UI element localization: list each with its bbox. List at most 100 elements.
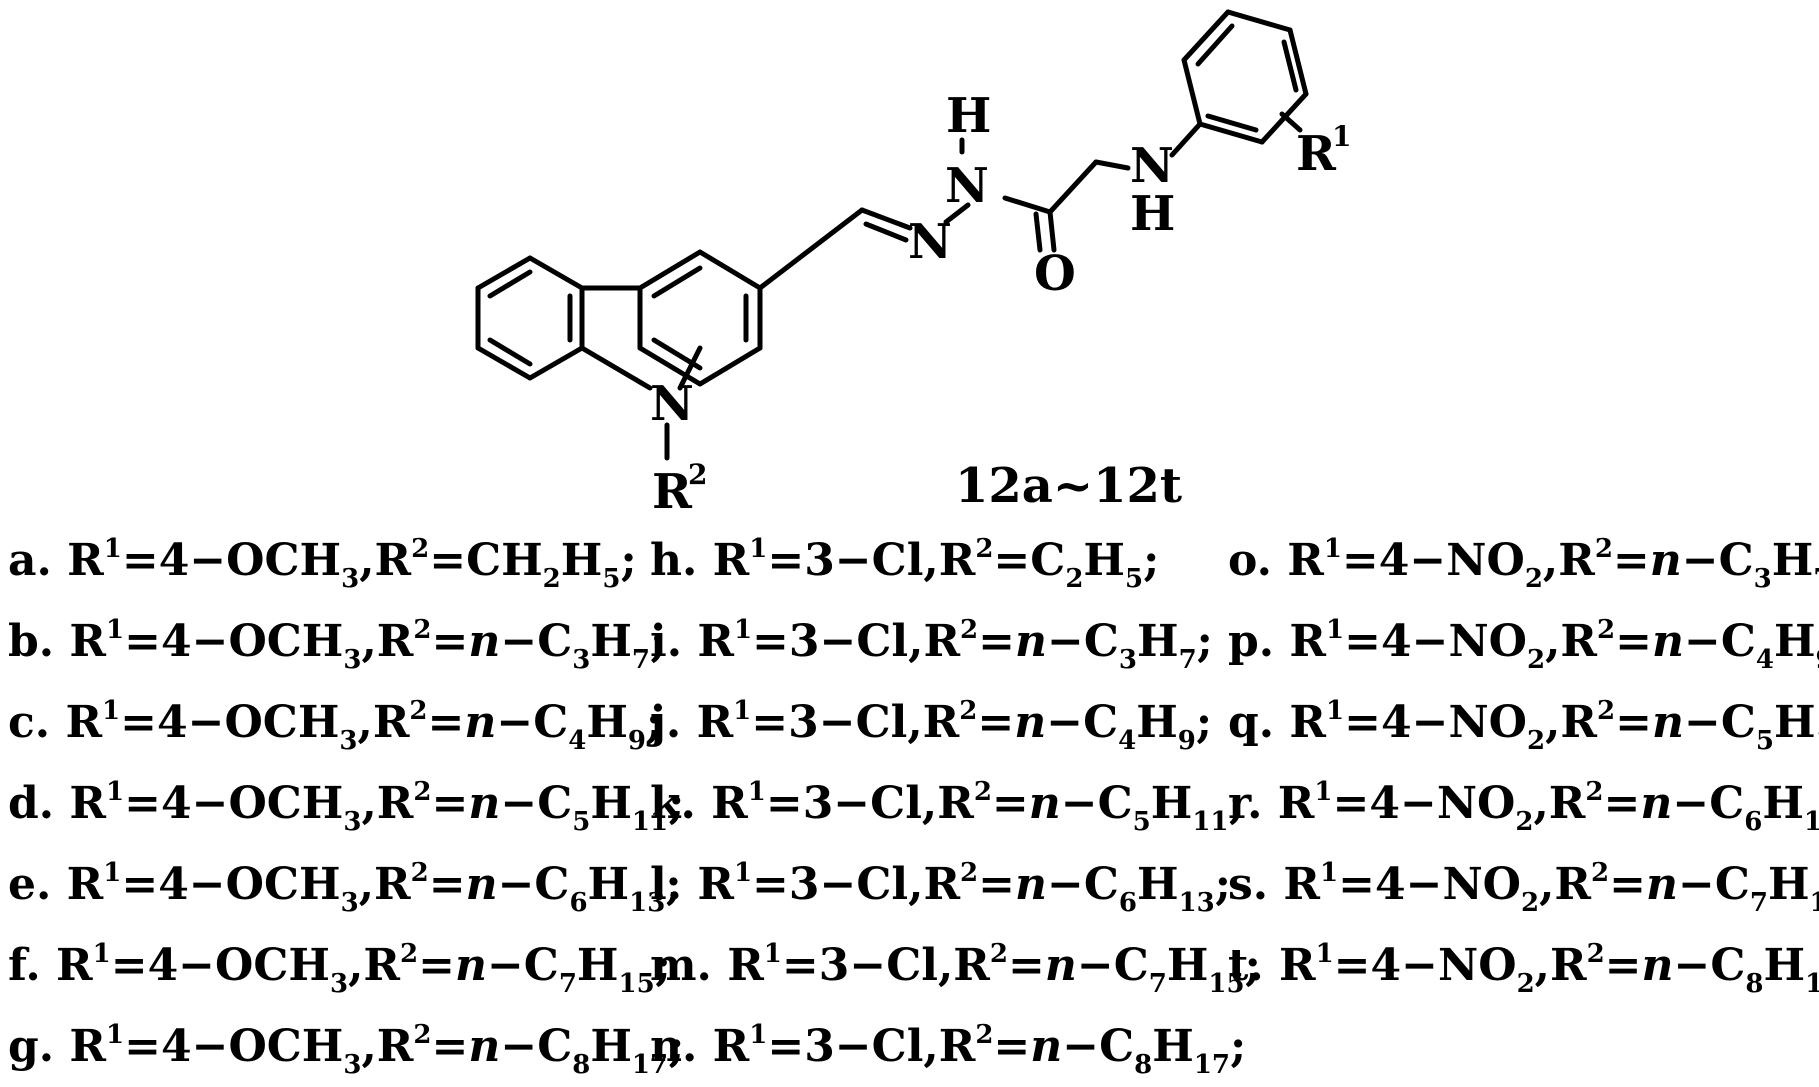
substituent-entry: f. R1=4−OCH3,R2=n−C7H15; <box>8 925 684 1006</box>
r2-value: −C <box>1076 940 1149 991</box>
atom-n-amine: N <box>1130 138 1174 194</box>
entry-letter: g. <box>8 1021 55 1072</box>
semicolon: ; <box>654 940 671 991</box>
semicolon: ; <box>650 616 667 667</box>
r1-superscript: 1 <box>749 1020 768 1050</box>
equals-sign: = <box>1332 778 1370 829</box>
r2-symbol: R <box>938 1021 976 1072</box>
entry-letter: h. <box>650 535 698 586</box>
equals-sign: = <box>121 859 159 910</box>
r1-superscript: 1 <box>763 939 782 969</box>
substituent-entry: a. R1=4−OCH3,R2=CH2H5; <box>8 520 684 601</box>
r2-superscript: 2 <box>1586 939 1605 969</box>
r2-hydrogen: H <box>1152 1021 1194 1072</box>
equals-sign: = <box>978 616 1016 667</box>
substituent-entry: g. R1=4−OCH3,R2=n−C8H17; <box>8 1006 684 1087</box>
r2-superscript: 2 <box>399 939 419 969</box>
r2-hydrogen: H <box>590 616 632 667</box>
r1-symbol: R <box>69 1021 106 1072</box>
r2-superscript: 2 <box>1597 696 1616 726</box>
r2-symbol: R <box>923 616 961 667</box>
r2-subscript-2: 11 <box>1816 726 1819 756</box>
substituent-entry: t. R1=4−NO2,R2=n−C8H17 <box>1228 925 1819 1006</box>
r1-subscript: 2 <box>1527 726 1546 756</box>
r2-normal-prefix: n <box>468 616 501 667</box>
r1-superscript: 1 <box>106 777 125 807</box>
r1-symbol: R <box>69 616 106 667</box>
comma: , <box>1533 778 1549 829</box>
comma: , <box>1545 616 1561 667</box>
equals-sign: = <box>1341 535 1379 586</box>
r1-superscript: 1 <box>1315 939 1334 969</box>
r1-symbol: R <box>65 697 103 748</box>
semicolon: ; <box>1214 859 1232 910</box>
substituent-entry: m. R1=3−Cl,R2=n−C7H15; <box>650 925 1261 1006</box>
r2-superscript: 2 <box>1591 858 1610 888</box>
entry-letter: q. <box>1228 697 1275 748</box>
r1-symbol: R <box>711 778 748 829</box>
semicolon: ; <box>1228 778 1245 829</box>
r1-value: 4−NO <box>1378 535 1525 586</box>
r2-subscript-1: 8 <box>572 1050 591 1080</box>
r2-hydrogen: H <box>1773 697 1816 748</box>
nh-aryl-bond <box>1169 121 1203 158</box>
substituent-entry: e. R1=4−OCH3,R2=n−C6H13; <box>8 844 684 925</box>
atom-o-carbonyl: O <box>1034 246 1076 302</box>
r2-normal-prefix: n <box>468 778 501 829</box>
r2-symbol: R <box>372 697 410 748</box>
r1-subscript: 3 <box>343 1050 362 1080</box>
entry-letter: f. <box>8 940 41 991</box>
r1-superscript: 1 <box>747 777 766 807</box>
equals-sign: = <box>993 535 1031 586</box>
r2-hydrogen: H <box>1762 778 1804 829</box>
r1-subscript: 2 <box>1527 645 1546 675</box>
r2-hydrogen: H <box>560 535 603 586</box>
equals-sign: = <box>991 778 1029 829</box>
r2-value: −C <box>1683 616 1756 667</box>
r1-value: 4−OCH <box>160 778 344 829</box>
equals-sign: = <box>124 616 161 667</box>
r2-value: −C <box>496 697 569 748</box>
r1-symbol: R <box>727 940 764 991</box>
comma: , <box>358 859 375 910</box>
atom-n-amide: N <box>945 158 989 214</box>
r2-hydrogen: H <box>1767 859 1810 910</box>
r2-subscript-1: 5 <box>1132 807 1151 837</box>
r1-symbol: R <box>67 535 104 586</box>
substituent-entry: d. R1=4−OCH3,R2=n−C5H11; <box>8 763 684 844</box>
r1-superscript: 1 <box>733 696 752 726</box>
r1-symbol: R <box>712 1021 750 1072</box>
r2-value: −C <box>1681 535 1754 586</box>
r1-superscript: 1 <box>733 858 753 888</box>
r2-subscript-2: 13 <box>1803 807 1819 837</box>
r1-symbol: R <box>697 859 734 910</box>
comma: , <box>907 697 923 748</box>
entry-letter: k. <box>650 778 696 829</box>
semicolon: ; <box>1196 616 1213 667</box>
atom-r1-sup: 1 <box>1332 120 1351 153</box>
comma: , <box>921 778 938 829</box>
equals-sign: = <box>427 697 465 748</box>
r1-superscript: 1 <box>106 615 125 645</box>
equals-sign: = <box>1615 697 1652 748</box>
r2-value: −C <box>500 616 573 667</box>
r2-hydrogen: H <box>1083 535 1125 586</box>
r1-symbol: R <box>1287 535 1324 586</box>
comma: , <box>357 697 373 748</box>
substituent-column-2: h. R1=3−Cl,R2=C2H5;i. R1=3−Cl,R2=n−C3H7;… <box>650 520 1261 1087</box>
r2-hydrogen: H <box>590 1021 632 1072</box>
comma: , <box>1545 697 1561 748</box>
r2-value: −C <box>1672 778 1745 829</box>
r1-value: 3−Cl <box>788 697 908 748</box>
substituent-column-3: o. R1=4−NO2,R2=n−C3H7;p. R1=4−NO2,R2=n−C… <box>1228 520 1819 1006</box>
r1-symbol: R <box>696 697 734 748</box>
equals-sign: = <box>1603 778 1641 829</box>
r1-subscript: 2 <box>1516 969 1535 999</box>
equals-sign: = <box>431 616 469 667</box>
r2-subscript-2: 9 <box>1816 645 1819 675</box>
r1-subscript: 3 <box>329 969 349 999</box>
equals-sign: = <box>752 859 789 910</box>
r1-superscript: 1 <box>1323 534 1342 564</box>
semicolon: ; <box>1244 940 1261 991</box>
r2-hydrogen: H <box>590 778 632 829</box>
